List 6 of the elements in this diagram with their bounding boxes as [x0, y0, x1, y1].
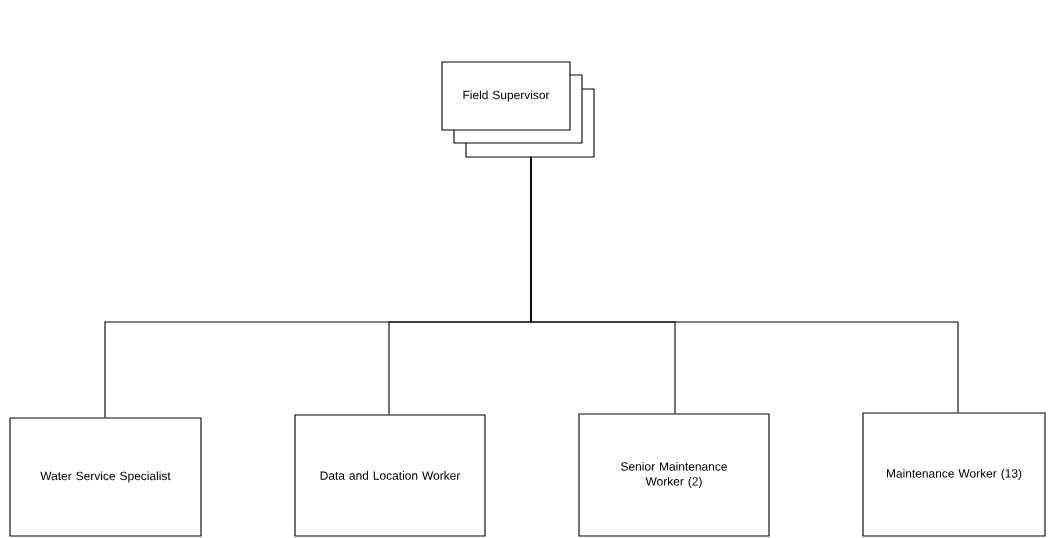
stacked-box: Field Supervisor — [441, 61, 595, 158]
position-box: Maintenance Worker (13) — [862, 412, 1046, 537]
position-box: Data and Location Worker — [294, 414, 486, 537]
position-box: Water Service Specialist — [9, 417, 202, 537]
connector-line — [530, 156, 959, 413]
position-box: Senior Maintenance Worker (2) — [578, 413, 770, 537]
